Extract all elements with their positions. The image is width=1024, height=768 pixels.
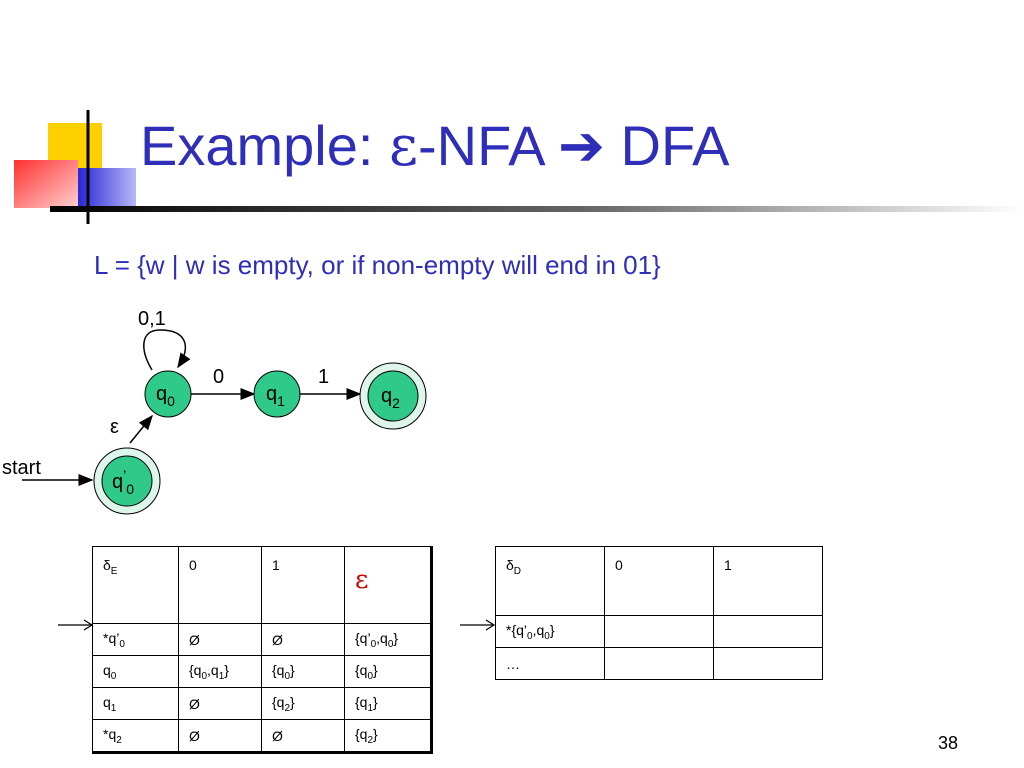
cell-epsilon: {q1}	[344, 687, 432, 720]
table-row: *q2 Ø Ø {q2}	[92, 719, 432, 753]
header-col-1: 1	[261, 546, 345, 624]
page-title: Example: ε-NFA ➔ DFA	[140, 118, 729, 175]
table-header-row: δE 0 1 ε	[92, 546, 432, 624]
cell-1	[713, 615, 823, 648]
row-state: …	[495, 647, 605, 680]
table-row: q0 {q0,q1} {q0} {q0}	[92, 655, 432, 688]
row-state: *q2	[92, 719, 179, 753]
title-prefix: Example:	[140, 114, 389, 177]
table-row: *{q’0,q0}	[495, 615, 823, 648]
cell-epsilon: {q0}	[344, 655, 432, 688]
label-edge-epsilon: ε	[110, 416, 119, 438]
cell-0	[604, 647, 714, 680]
language-definition: L = {w | w is empty, or if non-empty wil…	[94, 250, 661, 280]
row-state: *{q’0,q0}	[495, 615, 605, 648]
cell-1	[713, 647, 823, 680]
title-nfa: -NFA	[418, 114, 543, 177]
start-label: start	[2, 457, 41, 479]
state-q1	[253, 370, 301, 418]
cell-epsilon: {q’0,q0}	[344, 623, 432, 656]
enfa-transition-table: δE 0 1 ε *q’0 Ø Ø {q’0,q0} q0 {q0,q1} {q…	[92, 546, 433, 754]
table-row: *q’0 Ø Ø {q’0,q0}	[92, 623, 432, 656]
cell-0: Ø	[178, 687, 262, 720]
title-decoration	[14, 110, 1024, 224]
title-dfa: DFA	[620, 114, 730, 177]
header-col-1: 1	[713, 546, 823, 616]
edge-q0prime-q0	[129, 414, 153, 444]
start-row-arrow-e	[58, 619, 94, 631]
header-col-epsilon: ε	[344, 546, 432, 624]
state-q0prime	[101, 455, 153, 507]
state-q0-label: q0	[156, 383, 175, 409]
cell-0: Ø	[178, 719, 262, 753]
state-q2-label: q2	[381, 385, 400, 411]
cell-0: {q0,q1}	[178, 655, 262, 688]
header-delta-e: δE	[92, 546, 179, 624]
label-self-loop: 0,1	[138, 308, 166, 330]
nfa-diagram: 0,1 0 1 ε start q’0 q0 q1 q2	[2, 308, 427, 515]
cell-1: {q2}	[261, 687, 345, 720]
cell-1: {q0}	[261, 655, 345, 688]
label-edge-q0-q1: 0	[213, 366, 224, 388]
state-q2	[367, 370, 419, 422]
title-arrow-icon: ➔	[558, 114, 605, 177]
logo-red-block	[14, 160, 78, 208]
table-row: q1 Ø {q2} {q1}	[92, 687, 432, 720]
cell-0	[604, 615, 714, 648]
header-delta-d: δD	[495, 546, 605, 616]
label-edge-q1-q2: 1	[318, 366, 329, 388]
row-state: q1	[92, 687, 179, 720]
cell-1: Ø	[261, 719, 345, 753]
row-state: q0	[92, 655, 179, 688]
header-col-0: 0	[604, 546, 714, 616]
cell-epsilon: {q2}	[344, 719, 432, 753]
row-state: *q’0	[92, 623, 179, 656]
dfa-transition-table: δD 0 1 *{q’0,q0} …	[495, 546, 823, 680]
title-epsilon: ε	[389, 114, 419, 179]
start-row-arrow-d	[460, 619, 496, 631]
state-q0	[144, 370, 192, 418]
state-q1-label: q1	[266, 383, 285, 409]
cell-1: Ø	[261, 623, 345, 656]
title-rule	[50, 206, 1024, 212]
page-number: 38	[938, 733, 959, 753]
table-header-row: δD 0 1	[495, 546, 823, 616]
self-loop-q0	[143, 329, 191, 371]
state-q0prime-label: q’0	[112, 467, 134, 497]
cell-0: Ø	[178, 623, 262, 656]
header-col-0: 0	[178, 546, 262, 624]
table-row: …	[495, 647, 823, 680]
